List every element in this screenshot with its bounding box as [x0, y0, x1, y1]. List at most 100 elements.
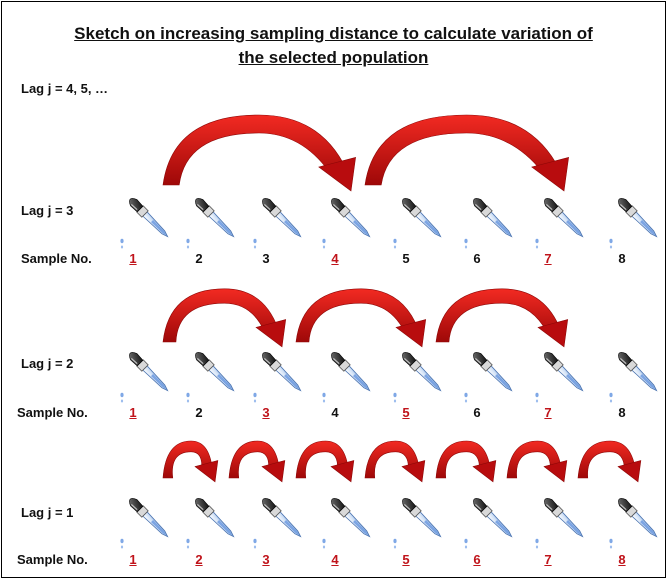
sample-number-selected: 1 [129, 552, 137, 567]
arrowhead [255, 319, 287, 348]
pipette-icon [544, 352, 584, 392]
pipette-icon [402, 352, 442, 392]
sample-number: 8 [618, 251, 626, 266]
drop-icon [120, 245, 124, 249]
arrowhead [531, 156, 569, 192]
pipette-icon [195, 198, 235, 238]
arrowhead [537, 319, 569, 348]
sample-number-selected: 1 [129, 251, 137, 266]
drop-icon [186, 545, 190, 549]
pipette-icon [129, 198, 169, 238]
arrowhead [472, 460, 497, 483]
drop-icon [464, 538, 468, 544]
pipette-icon [129, 498, 169, 538]
pipette-icon [262, 498, 302, 538]
sample-number-selected: 7 [544, 405, 552, 420]
drop-icon [253, 392, 257, 398]
arrowhead [318, 156, 356, 192]
drop-icon [322, 245, 326, 249]
sample-no-label: Sample No. [21, 251, 92, 266]
drop-icon [120, 238, 124, 244]
arrowhead [330, 460, 355, 483]
sample-number-selected: 6 [473, 552, 481, 567]
arrowhead [543, 460, 568, 483]
drop-icon [393, 399, 397, 403]
drop-icon [535, 245, 539, 249]
lag-label: Lag j = 1 [21, 505, 74, 520]
drop-icon [535, 399, 539, 403]
lag-header-label: Lag j = 4, 5, … [21, 81, 109, 96]
curved-arrow [162, 114, 347, 186]
pipette-icon [262, 352, 302, 392]
drop-icon [535, 238, 539, 244]
drop-icon [120, 538, 124, 544]
drop-icon [120, 545, 124, 549]
lag-label: Lag j = 3 [21, 203, 74, 218]
drop-icon [393, 538, 397, 544]
drop-icon [253, 538, 257, 544]
pipette-icon [473, 498, 513, 538]
arrowhead [194, 460, 219, 483]
drop-icon [609, 238, 613, 244]
drop-icon [393, 238, 397, 244]
sample-number: 2 [195, 251, 203, 266]
pipette-icon [544, 198, 584, 238]
sample-no-label: Sample No. [17, 405, 88, 420]
drop-icon [322, 392, 326, 398]
pipette-icon [618, 498, 658, 538]
lag-label: Lag j = 2 [21, 356, 74, 371]
pipette-icon [195, 352, 235, 392]
pipette-icon [262, 198, 302, 238]
drop-icon [609, 538, 613, 544]
drop-icon [186, 399, 190, 403]
curved-arrow [295, 288, 419, 343]
drop-icon [120, 392, 124, 398]
pipette-icon [473, 198, 513, 238]
drop-icon [253, 245, 257, 249]
sample-number-selected: 4 [331, 251, 339, 266]
drop-icon [186, 245, 190, 249]
drop-icon [120, 399, 124, 403]
drop-icon [464, 399, 468, 403]
sample-number-selected: 7 [544, 251, 552, 266]
sample-number: 4 [331, 405, 339, 420]
sample-number-selected: 5 [402, 552, 410, 567]
sample-no-label: Sample No. [17, 552, 88, 567]
drop-icon [253, 545, 257, 549]
drop-icon [322, 399, 326, 403]
sample-number: 8 [618, 405, 626, 420]
curved-arrow [435, 288, 561, 343]
sample-number: 6 [473, 251, 481, 266]
pipette-icon [544, 498, 584, 538]
curved-arrow [364, 114, 560, 186]
drop-icon [186, 392, 190, 398]
diagram-title: Sketch on increasing sampling distance t… [2, 22, 665, 70]
drop-icon [186, 538, 190, 544]
sample-number: 3 [262, 251, 270, 266]
drop-icon [535, 392, 539, 398]
sample-number-selected: 5 [402, 405, 410, 420]
drop-icon [464, 392, 468, 398]
drop-icon [393, 245, 397, 249]
pipette-icon [195, 498, 235, 538]
arrowhead [617, 460, 642, 483]
pipette-icon [402, 198, 442, 238]
drop-icon [253, 399, 257, 403]
drop-icon [609, 245, 613, 249]
drop-icon [322, 545, 326, 549]
title-line-1: Sketch on increasing sampling distance t… [74, 24, 593, 43]
drop-icon [464, 545, 468, 549]
sample-number: 2 [195, 405, 203, 420]
drop-icon [393, 545, 397, 549]
sample-number-selected: 1 [129, 405, 137, 420]
drop-icon [464, 245, 468, 249]
pipette-icon [129, 352, 169, 392]
drop-icon [535, 538, 539, 544]
drop-icon [322, 538, 326, 544]
drop-icon [464, 238, 468, 244]
sample-number: 5 [402, 251, 410, 266]
title-line-2: the selected population [238, 48, 429, 67]
pipette-icon [331, 198, 371, 238]
